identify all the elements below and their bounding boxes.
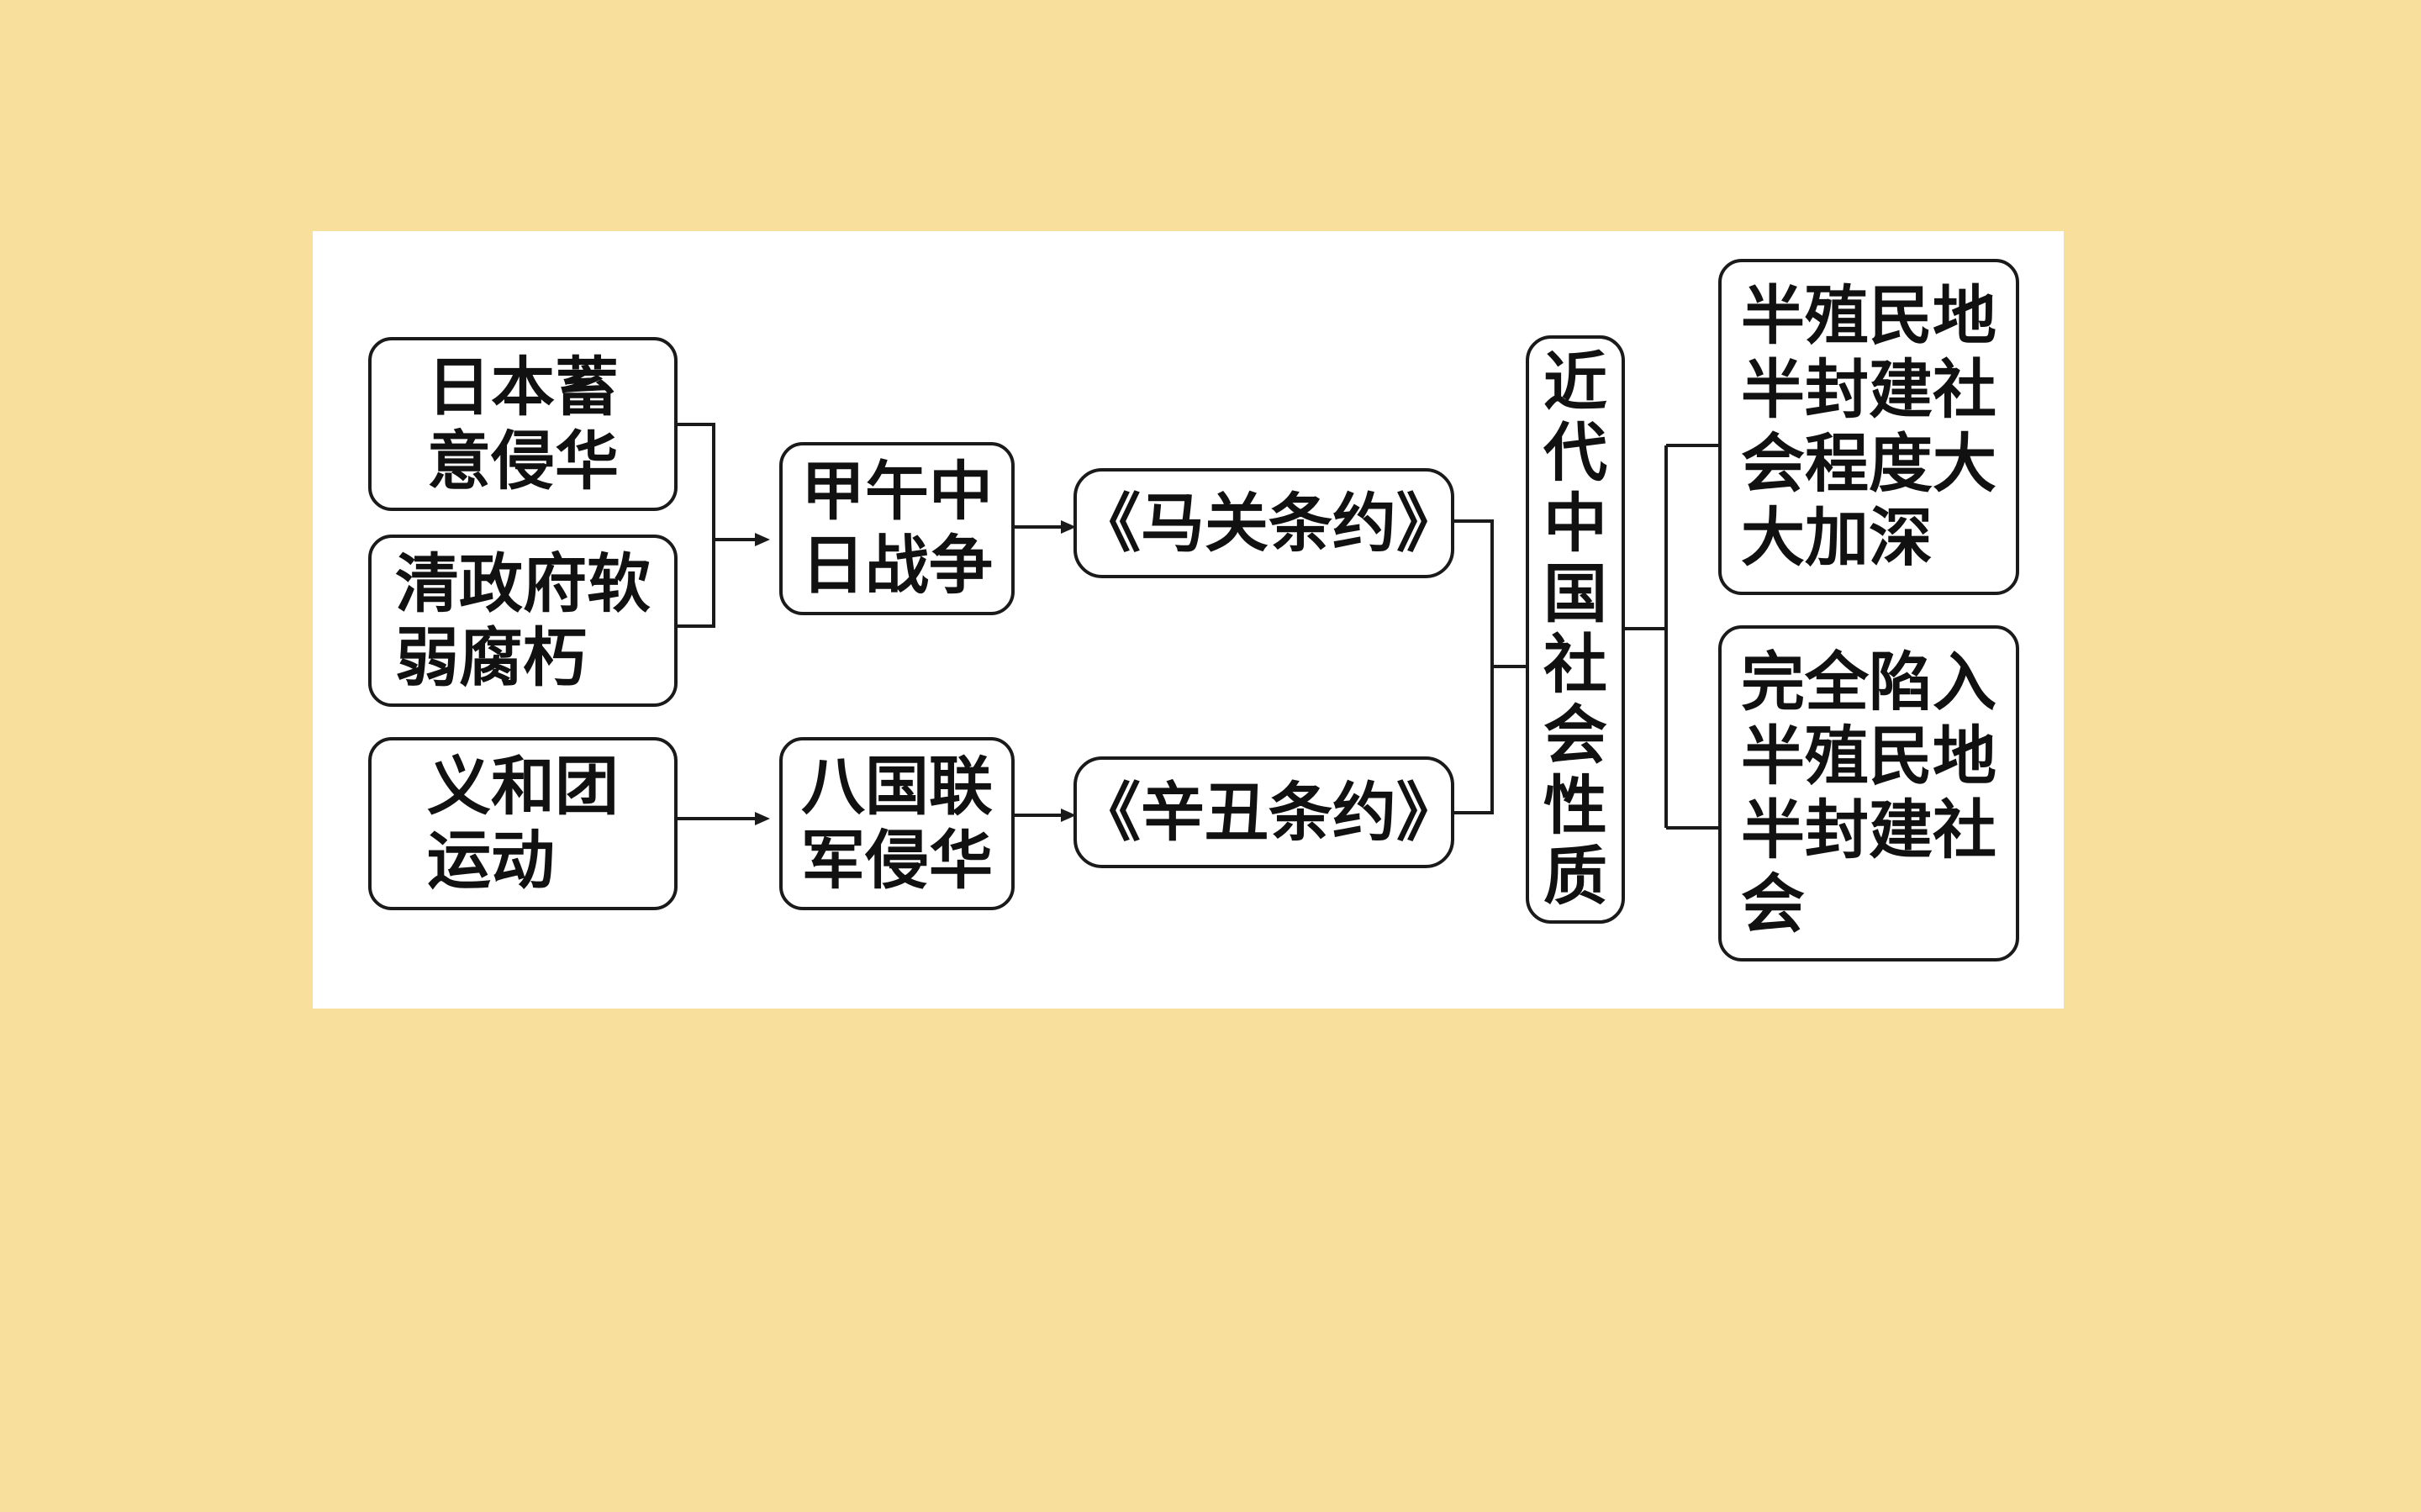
node-eight-nation-invasion-label: 八国联 军侵华	[801, 749, 993, 898]
arrowhead-to-war	[755, 533, 770, 546]
arrowhead-to-eight-nation	[755, 812, 770, 825]
connector-treaties	[1453, 519, 1494, 814]
node-treaty-boxer-protocol: 《辛丑条约》	[1073, 756, 1460, 868]
node-treaty-boxer-protocol-label: 《辛丑条约》	[1077, 774, 1460, 850]
node-outcome-complete-label: 完全陷入 半殖民地 半封建社 会	[1741, 645, 1996, 941]
diagram-panel: 日本蓄 意侵华 清政府软 弱腐朽 义和团 运动 甲午中 日战争 八国联 军侵华 …	[313, 231, 2064, 1009]
arrowhead-to-shimonoseki	[1061, 520, 1076, 534]
node-society-nature: 近代中国社会性质	[1526, 335, 1625, 924]
connector-japan	[677, 423, 715, 540]
node-sino-japanese-war-label: 甲午中 日战争	[801, 454, 993, 603]
arrowhead-to-boxer-protocol	[1061, 809, 1076, 822]
node-society-nature-label: 近代中国社会性质	[1543, 345, 1607, 914]
connector-qing	[677, 540, 715, 628]
node-outcome-deepened-label: 半殖民地 半封建社 会程度大 大加深	[1741, 278, 1996, 575]
node-boxer-movement-label: 义和团 运动	[427, 749, 619, 898]
node-boxer-movement: 义和团 运动	[368, 737, 678, 910]
node-sino-japanese-war: 甲午中 日战争	[779, 442, 1015, 615]
node-qing-weakness: 清政府软 弱腐朽	[368, 535, 678, 707]
node-eight-nation-invasion: 八国联 军侵华	[779, 737, 1015, 910]
connector-layer	[677, 423, 1718, 830]
node-japan-aggression: 日本蓄 意侵华	[368, 337, 678, 511]
node-outcome-complete: 完全陷入 半殖民地 半封建社 会	[1718, 625, 2019, 961]
node-qing-weakness-label: 清政府软 弱腐朽	[395, 545, 651, 695]
node-japan-aggression-label: 日本蓄 意侵华	[427, 349, 619, 498]
node-treaty-shimonoseki: 《马关条约》	[1073, 468, 1460, 578]
node-treaty-shimonoseki-label: 《马关条约》	[1077, 485, 1460, 561]
node-outcome-deepened: 半殖民地 半封建社 会程度大 大加深	[1718, 259, 2019, 595]
